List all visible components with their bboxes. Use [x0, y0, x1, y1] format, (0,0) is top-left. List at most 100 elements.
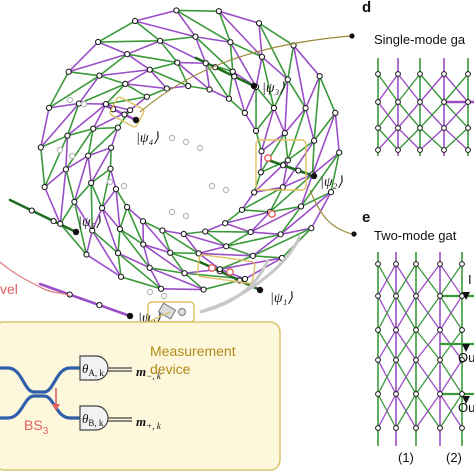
lattice-node	[249, 252, 256, 259]
lattice-edge	[124, 83, 148, 98]
gate-node	[459, 425, 465, 431]
arrow-icon	[462, 344, 470, 352]
lattice-node	[85, 152, 92, 159]
gray-dots	[56, 96, 230, 300]
gate-node	[413, 425, 419, 431]
lattice-edge	[159, 40, 179, 64]
lattice-edge	[255, 130, 263, 153]
ket-psi3: |ψ₃⟩	[262, 81, 285, 96]
highlight-box-psi1	[196, 254, 256, 284]
gate-edge	[395, 295, 417, 331]
gate-node	[395, 99, 401, 105]
lattice-edge	[169, 251, 200, 255]
highlight-boxes	[109, 96, 307, 323]
lattice-edge	[175, 9, 197, 38]
lattice-node	[102, 101, 110, 108]
ket-psi4: |ψ₄⟩	[136, 131, 159, 146]
detector-icon	[79, 405, 109, 431]
gate-node	[375, 293, 381, 299]
lattice-edge	[48, 74, 101, 109]
lattice-node	[229, 68, 236, 75]
lattice-edge	[126, 206, 144, 223]
lattice-edge	[260, 107, 275, 153]
gate-node	[437, 425, 443, 431]
lattice-node	[195, 250, 202, 257]
lattice-edge	[78, 83, 127, 105]
lattice-node	[96, 302, 103, 309]
lattice-edge	[292, 44, 307, 109]
gate-edge	[415, 263, 441, 297]
lattice-edge	[92, 126, 119, 130]
lattice-edge	[117, 252, 162, 290]
ket-dot-icon	[126, 312, 134, 320]
panel-e: e Two-mode gat I Ou Ou (1) (2)	[362, 209, 474, 465]
gate-edge	[395, 393, 417, 429]
lattice-edge	[311, 139, 315, 176]
lattice-node	[167, 249, 174, 256]
lattice-edge	[255, 56, 263, 88]
arrow-icon	[199, 259, 270, 314]
lattice-edge	[258, 22, 295, 47]
lattice-node	[295, 167, 302, 174]
lattice-node	[158, 285, 165, 292]
gate-edge	[419, 101, 445, 129]
lattice-node	[225, 95, 233, 102]
lattice-edge	[182, 233, 200, 255]
lattice-edge	[117, 109, 131, 129]
lattice-node	[62, 166, 69, 173]
lattice-edge	[97, 40, 161, 43]
lattice-node	[215, 8, 222, 15]
lattice-edge	[251, 233, 282, 257]
gray-dot	[80, 100, 88, 108]
detector-a-m: m−, k	[136, 364, 162, 381]
lattice-node	[316, 73, 323, 80]
lattice-edge	[287, 107, 307, 162]
lattice-edge	[124, 68, 151, 85]
lattice-edge	[101, 207, 119, 254]
gate-node	[459, 327, 465, 333]
lattice-edge	[115, 188, 128, 208]
lattice-edge	[39, 134, 69, 149]
lattice-edge	[300, 191, 332, 208]
gate-node	[375, 147, 381, 153]
lattice-edge	[279, 227, 313, 236]
lattice-node	[28, 207, 35, 214]
lattice-node	[258, 148, 265, 155]
gate-node	[393, 261, 399, 267]
gate-edge	[377, 101, 399, 129]
lattice-edge	[225, 233, 282, 248]
lattice-node	[90, 125, 97, 132]
lattice-node	[157, 37, 164, 44]
gray-dot	[182, 138, 190, 146]
lattice-edge	[204, 62, 230, 100]
lattice-node	[284, 157, 291, 164]
gray-dot	[182, 212, 190, 220]
lattice-edge	[43, 186, 62, 225]
lattice-edge	[73, 154, 89, 203]
lattice-edge	[197, 252, 221, 270]
lattice-node	[327, 189, 335, 196]
lattice-edge	[318, 75, 337, 114]
lattice-edge	[85, 229, 94, 256]
gate-edge	[415, 359, 441, 395]
gate-node	[393, 327, 399, 333]
lattice-node	[238, 206, 246, 213]
gate-node	[375, 357, 381, 363]
lattice-node	[116, 225, 124, 233]
lattice-edge	[244, 86, 257, 114]
lattice-edge	[281, 139, 315, 189]
lattice-node	[146, 66, 153, 73]
gate-node	[393, 357, 399, 363]
lattice-edge	[176, 61, 190, 87]
lattice-edge	[126, 53, 179, 64]
lattice-edge	[300, 151, 341, 208]
gate-node	[437, 261, 443, 267]
lattice-edge	[119, 206, 128, 230]
gate-node	[375, 391, 381, 397]
lattice-edge	[183, 272, 205, 291]
lattice-edge	[313, 75, 321, 142]
lattice-edge	[39, 107, 50, 149]
gate-node	[375, 327, 381, 333]
lattice-edge	[159, 35, 197, 42]
lattice-node	[241, 275, 249, 283]
